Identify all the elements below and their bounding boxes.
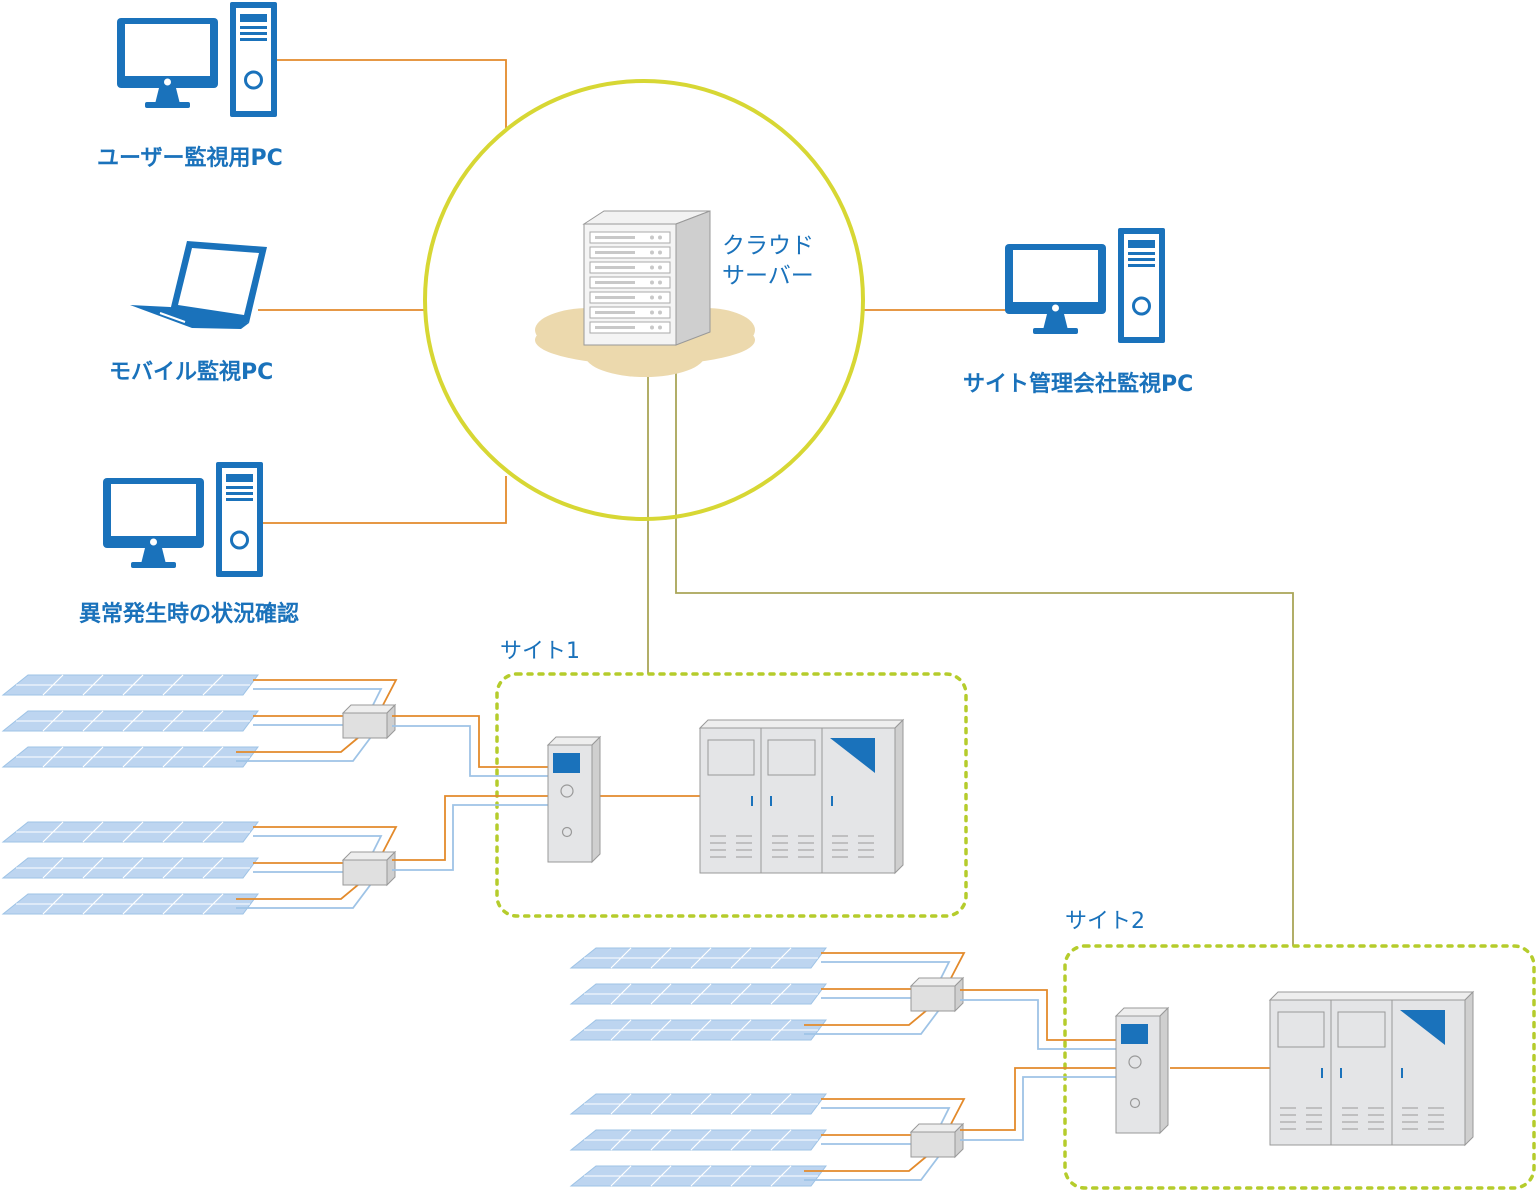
desktop-computer-icon-site-mgmt (1003, 226, 1167, 345)
cloud-server-label-line2: サーバー (722, 263, 814, 289)
data-logger-icon (1115, 1007, 1169, 1134)
link-site2 (675, 372, 1294, 946)
solar-panel-icon (571, 1094, 964, 1186)
site1-label: サイト1 (500, 639, 580, 664)
link-user-pc (277, 59, 507, 128)
site2-wiring (960, 989, 1270, 1141)
desktop-computer-icon-user (115, 0, 279, 119)
site2-label: サイト2 (1065, 909, 1145, 934)
site-mgmt-pc-label: サイト管理会社監視PC (963, 372, 1194, 397)
cloud-boundary (423, 79, 865, 521)
desktop-computer-icon-anomaly (101, 460, 265, 579)
power-conditioner-icon (1269, 991, 1474, 1146)
server-rack-icon (582, 210, 711, 346)
link-anomaly-pc (263, 476, 507, 524)
site1-wiring (392, 715, 700, 871)
power-conditioner-icon (699, 719, 904, 874)
anomaly-pc-label: 異常発生時の状況確認 (79, 602, 300, 627)
site2-solar-arrays (571, 948, 964, 1186)
laptop-icon (130, 241, 267, 329)
solar-panel-icon (3, 822, 396, 914)
solar-panel-icon (3, 675, 396, 767)
data-logger-icon (547, 736, 601, 863)
mobile-pc-label: モバイル監視PC (109, 360, 274, 385)
site2-boundary (1063, 944, 1536, 1190)
cloud-server-label-line1: クラウド (722, 233, 814, 259)
solar-panel-icon (571, 948, 964, 1040)
site1-boundary (495, 672, 968, 918)
cloud-server-label: クラウド サーバー (722, 231, 814, 291)
site1-solar-arrays (3, 675, 396, 914)
user-pc-label: ユーザー監視用PC (97, 146, 283, 171)
network-links (258, 59, 1294, 946)
